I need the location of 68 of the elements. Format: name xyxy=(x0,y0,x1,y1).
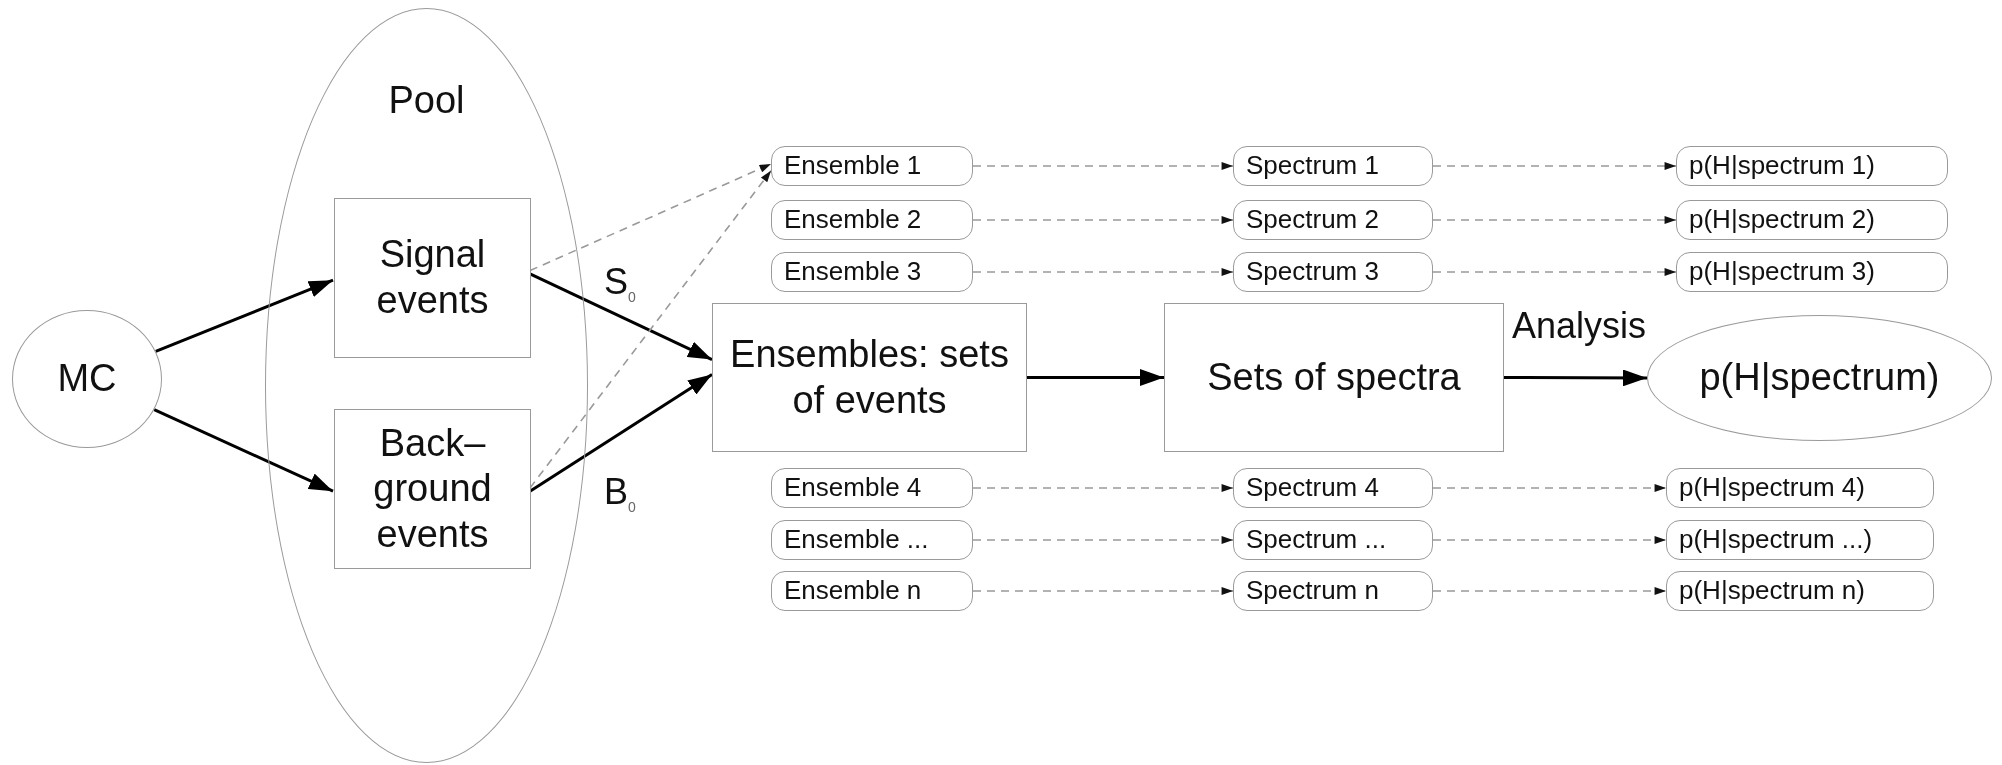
arrow xyxy=(529,373,713,493)
node-text: Spectrum ... xyxy=(1245,524,1388,556)
node-text: Spectrum 1 xyxy=(1245,150,1380,182)
node-text: Spectrum 3 xyxy=(1245,256,1380,288)
node-text: Spectrum n xyxy=(1245,575,1380,607)
rounded-box xyxy=(1666,571,1934,611)
arrow xyxy=(1504,369,1647,387)
rounded-box xyxy=(1233,252,1433,292)
node-text: Ensemble 2 xyxy=(783,204,923,236)
pool-ellipse xyxy=(265,8,588,763)
node-text: Ensemble n xyxy=(783,575,923,607)
dashed-arrow xyxy=(529,170,772,489)
rounded-box xyxy=(1676,146,1948,186)
node-text: Ensemble 4 xyxy=(783,472,923,504)
node-text: Ensemble ... xyxy=(783,524,930,556)
node-text: Back– ground events xyxy=(372,420,493,557)
rounded-box xyxy=(771,571,973,611)
arrow xyxy=(155,278,334,353)
process-box xyxy=(712,303,1027,452)
node-text: Ensembles: sets of events xyxy=(729,331,1010,423)
arrow xyxy=(153,408,334,493)
rounded-box xyxy=(1233,146,1433,186)
rounded-box xyxy=(771,146,973,186)
rounded-box xyxy=(771,200,973,240)
node-text: p(H|spectrum) xyxy=(1699,355,1940,401)
process-box xyxy=(334,409,531,569)
arrow xyxy=(1027,369,1164,386)
node-text: Spectrum 2 xyxy=(1245,204,1380,236)
dashed-arrow xyxy=(1432,268,1677,276)
rounded-box xyxy=(771,252,973,292)
dashed-arrow xyxy=(972,536,1234,544)
node-text: Ensemble 1 xyxy=(783,150,923,182)
rounded-box xyxy=(1233,520,1433,560)
dashed-arrow xyxy=(1432,484,1667,492)
dashed-arrow xyxy=(972,216,1234,224)
dashed-arrow xyxy=(972,268,1234,276)
process-box xyxy=(1164,303,1504,452)
node-text: p(H|spectrum n) xyxy=(1678,575,1866,607)
dashed-arrow xyxy=(1432,162,1677,170)
node-text: MC xyxy=(57,356,117,402)
rounded-box xyxy=(1666,520,1934,560)
node-text: p(H|spectrum 4) xyxy=(1678,472,1866,504)
node-text: Signal events xyxy=(375,232,490,323)
process-box xyxy=(334,198,531,358)
dashed-arrow xyxy=(529,163,772,272)
node-text: p(H|spectrum 2) xyxy=(1688,204,1876,236)
node-text: p(H|spectrum 1) xyxy=(1688,150,1876,182)
node-text: Ensemble 3 xyxy=(783,256,923,288)
rounded-box xyxy=(771,468,973,508)
node-text: p(H|spectrum 3) xyxy=(1688,256,1876,288)
group-title: Pool xyxy=(387,79,466,122)
dashed-arrow xyxy=(972,587,1234,595)
dashed-arrow xyxy=(1432,536,1667,544)
rounded-box xyxy=(1233,200,1433,240)
rounded-box xyxy=(1233,571,1433,611)
node-text: Sets of spectra xyxy=(1207,354,1461,400)
rounded-box xyxy=(1233,468,1433,508)
rounded-box xyxy=(1676,200,1948,240)
node-text: Spectrum 4 xyxy=(1245,472,1380,504)
dashed-arrow xyxy=(1432,587,1667,595)
rounded-box xyxy=(1676,252,1948,292)
dashed-arrow xyxy=(972,162,1234,170)
rounded-box xyxy=(771,520,973,560)
dashed-arrow xyxy=(972,484,1234,492)
dashed-arrow xyxy=(1432,216,1677,224)
rounded-box xyxy=(1666,468,1934,508)
arrow xyxy=(529,272,713,361)
node-text: p(H|spectrum ...) xyxy=(1678,524,1874,556)
